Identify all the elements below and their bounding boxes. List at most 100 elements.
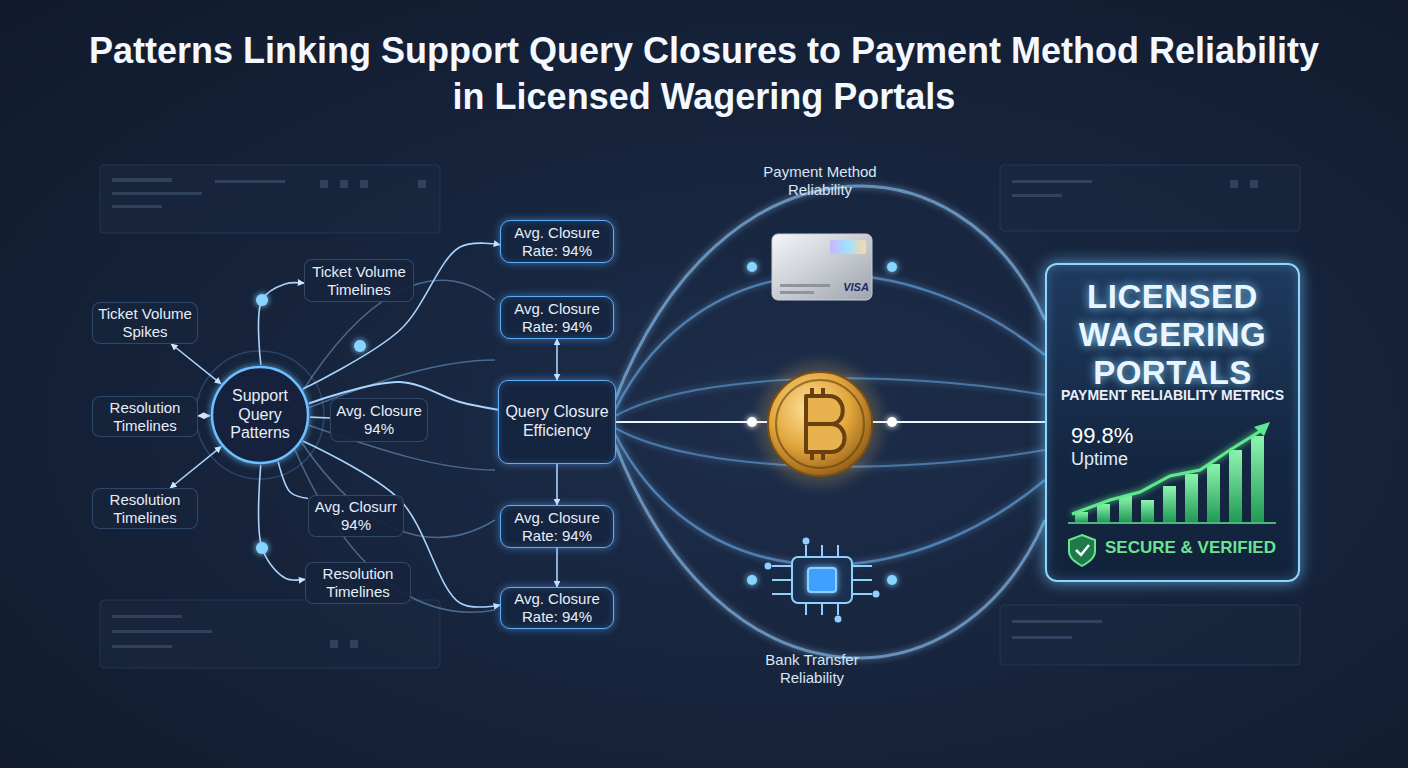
faint-line (1012, 636, 1072, 639)
node-title: Avg. Closure Rate: 94% (507, 224, 607, 259)
faint-line (112, 615, 182, 618)
metric-box: Ticket Volume Timelines (304, 259, 414, 302)
faint-panel (1000, 605, 1300, 665)
node-title: Avg. Closure 94% (335, 402, 423, 437)
connector (258, 283, 304, 365)
card-hologram (830, 240, 866, 254)
node-title: Resolution Timelines (97, 399, 193, 434)
node-text: SECURE & VERIFIED (1105, 538, 1276, 558)
coin-glow (758, 362, 882, 486)
fan-curve (295, 450, 495, 612)
node-title: Avg. Closurr 94% (313, 498, 399, 533)
glow-dot (256, 294, 268, 306)
glow-dot (747, 575, 757, 585)
faint-line (112, 205, 162, 208)
node-title: Avg. Closure Rate: 94% (507, 509, 607, 544)
connector (310, 416, 330, 418)
connector (556, 548, 558, 587)
light-beam (615, 378, 1045, 416)
connector (170, 447, 221, 488)
fan-curves (196, 280, 495, 612)
closure-rate-box: Avg. Closure Rate: 94% (500, 220, 614, 263)
light-beam (615, 275, 1045, 410)
faint-dot (360, 180, 368, 188)
node-title: Ticket Volume Spikes (97, 305, 193, 340)
chip-pins (772, 545, 872, 615)
node-title: LICENSED WAGERING PORTALS (1047, 278, 1298, 392)
node-title: Ticket Volume Timelines (309, 263, 409, 298)
faint-line (1012, 180, 1092, 183)
portal-panel: LICENSED WAGERING PORTALSPAYMENT RELIABI… (1045, 263, 1300, 582)
connector (556, 339, 558, 380)
connector (556, 464, 558, 505)
chip-icon (766, 539, 879, 622)
node-title: Avg. Closure Rate: 94% (507, 590, 607, 625)
closure-rate-box: Avg. Closure Rate: 94% (500, 505, 614, 548)
card-line (780, 291, 814, 294)
glow-dots (256, 262, 897, 585)
faint-panel (100, 165, 440, 233)
card-line (780, 284, 830, 287)
faint-dot (350, 640, 358, 648)
glow-dot (887, 417, 897, 427)
metric-box: Resolution Timelines (92, 396, 198, 437)
connector (278, 462, 308, 499)
faint-dot (418, 180, 426, 188)
coin-b-ticks (812, 388, 823, 460)
connector (303, 243, 500, 389)
chip-node (766, 564, 771, 569)
coin-rim (776, 380, 864, 468)
glow-dot (256, 542, 268, 554)
node-text: Uptime (1071, 449, 1128, 470)
light-beams (615, 186, 1045, 658)
closure-rate-box: Avg. Closure Rate: 94% (500, 296, 614, 339)
node-text: PAYMENT RELIABILITY METRICS (1047, 387, 1298, 404)
metric-box: Resolution Timelines (305, 562, 411, 604)
chip-node (836, 617, 841, 622)
chip-node (874, 592, 879, 597)
connector (259, 465, 305, 580)
node-text: 99.8% (1071, 423, 1133, 449)
faint-dot (340, 180, 348, 188)
metric-box: Ticket Volume Spikes (92, 302, 198, 344)
faint-line (112, 630, 212, 633)
background-panels (100, 165, 1300, 668)
light-beam (615, 434, 1045, 565)
coin-body (768, 372, 872, 476)
efficiency-box: Query Closure Efficiency (498, 380, 616, 464)
chip-node (804, 539, 809, 544)
section-label: Bank Transfer Reliability (737, 651, 887, 687)
closure-rate-box: Avg. Closure Rate: 94% (500, 587, 614, 629)
connector (616, 420, 1045, 424)
faint-line (112, 645, 172, 648)
metric-box: Resolution Timelines (92, 488, 198, 529)
diagram-title: Patterns Linking Support Query Closures … (84, 28, 1324, 120)
faint-dot (1250, 180, 1258, 188)
chip-core (808, 568, 836, 592)
node-title: Support Query Patterns (222, 387, 298, 444)
bitcoin-coin-icon (758, 362, 882, 486)
metric-box: Avg. Closurr 94% (308, 495, 404, 537)
glow-dot (747, 262, 757, 272)
faint-panel (100, 600, 440, 668)
faint-panel (1000, 165, 1300, 231)
faint-dot (1230, 180, 1238, 188)
faint-dot (330, 640, 338, 648)
light-beam (615, 186, 1045, 400)
node-title: Resolution Timelines (310, 565, 406, 600)
node-title: Resolution Timelines (97, 491, 193, 526)
connector (171, 344, 221, 384)
glow-dot (354, 340, 366, 352)
node-title: Query Closure Efficiency (505, 403, 609, 441)
metric-box: Avg. Closure 94% (330, 398, 428, 442)
light-beam (615, 444, 1045, 658)
chip-body (792, 557, 852, 603)
light-beam (615, 428, 1045, 467)
connector (198, 415, 210, 417)
faint-line (1012, 194, 1062, 197)
faint-line (112, 192, 202, 195)
glow-dot (747, 417, 757, 427)
connector (303, 441, 500, 607)
node-title: Avg. Closure Rate: 94% (507, 300, 607, 335)
card-brand: VISA (836, 281, 876, 294)
